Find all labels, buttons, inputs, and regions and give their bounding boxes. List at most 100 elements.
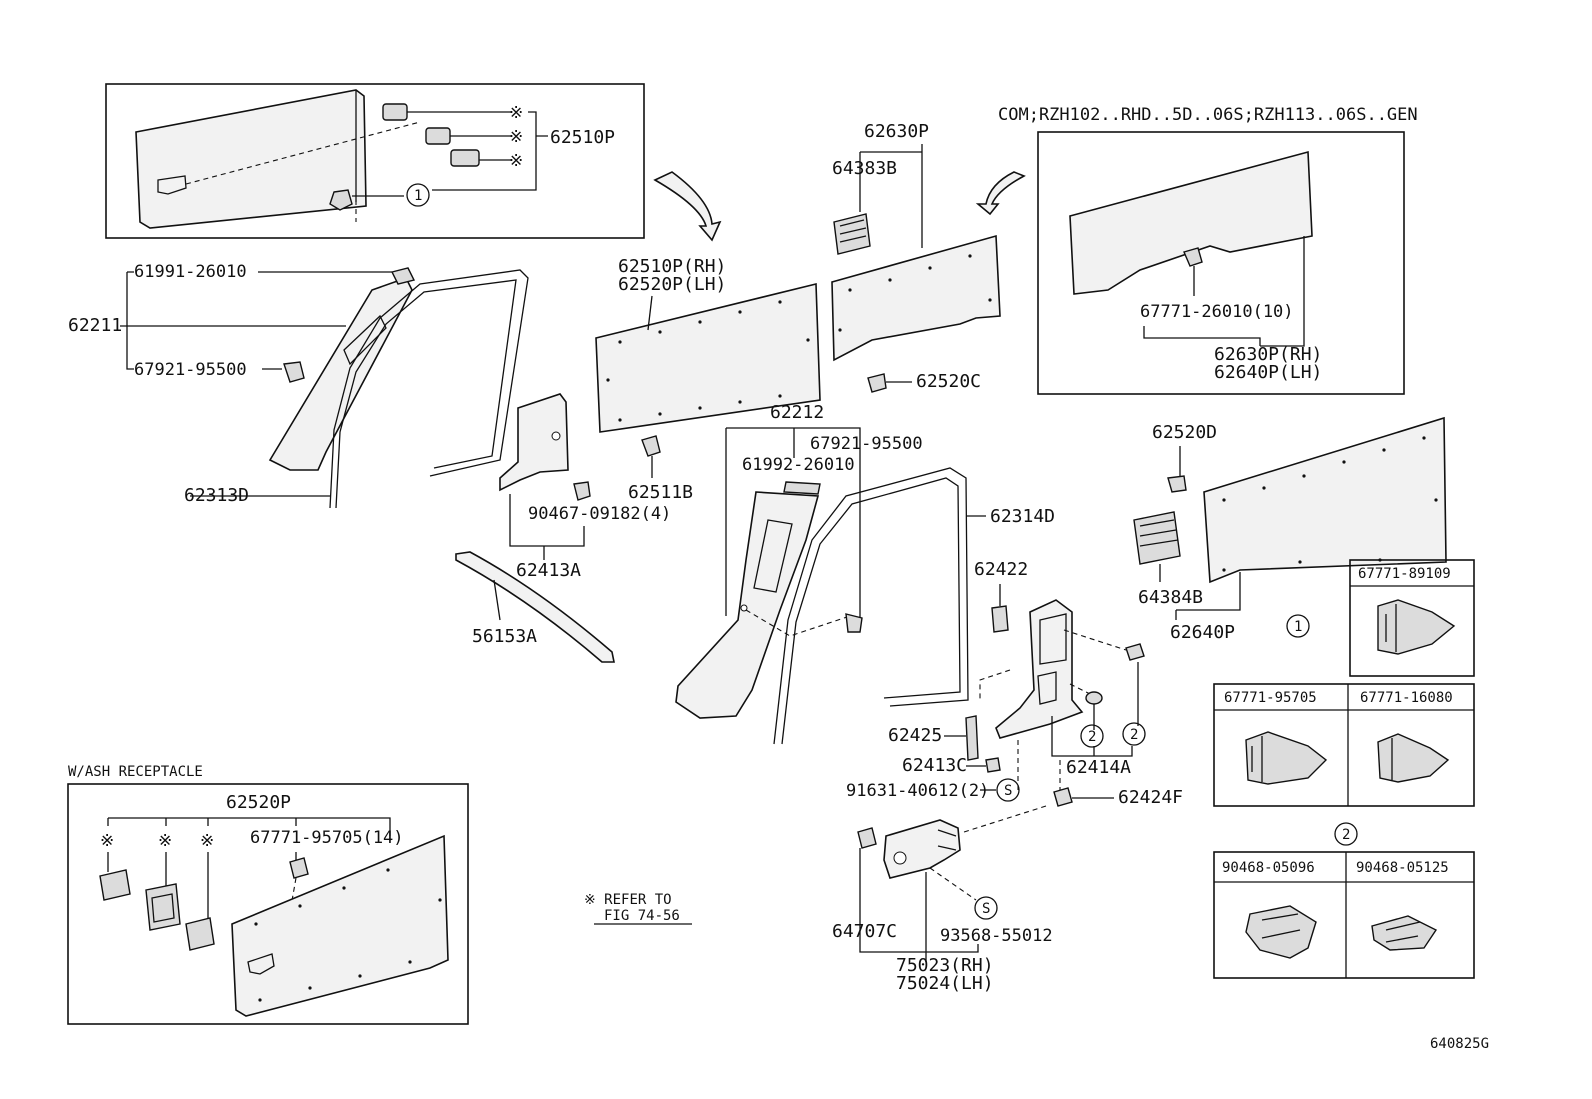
part-label-62422: 62422 (974, 559, 1028, 580)
clip-fastener (329, 189, 353, 211)
part-label-75023-RH: 75023(RH) (896, 955, 994, 976)
asterisk-mark-6: ※ (200, 831, 214, 851)
direction-arrow-left (653, 171, 722, 242)
clip-67771 (1183, 247, 1203, 267)
callout-number-2b: 2 (1130, 727, 1138, 743)
part-label-62413A: 62413A (516, 560, 581, 581)
quarter-trim-panel-62630P (831, 234, 1001, 362)
part-label-75024-LH: 75024(LH) (896, 973, 994, 994)
a-pillar-group: 61991-26010 62211 67921-95500 62313D (68, 262, 529, 509)
callout-number-1-table: 1 (1294, 619, 1302, 635)
part-label-62640P: 62640P (1170, 622, 1235, 643)
part-label-62520P-LH: 62520P(LH) (618, 274, 726, 295)
figure-code: 640825G (1430, 1036, 1489, 1052)
part-label-62630P: 62630P (864, 121, 929, 142)
clip-67771-95705-table (1245, 731, 1328, 785)
clip-67771-16080 (1377, 733, 1450, 783)
part-label-62640P-LH: 62640P(LH) (1214, 362, 1322, 383)
refer-note-line1: ※ REFER TO (584, 892, 672, 908)
clip-90468-b (1085, 691, 1103, 705)
part-label-67921-95500-b: 67921-95500 (810, 434, 923, 454)
part-label-62211: 62211 (68, 315, 122, 336)
callout-letter-s2: S (982, 901, 990, 917)
part-label-62425: 62425 (888, 725, 942, 746)
inset-frame-right (1037, 131, 1405, 395)
callout-circle-1 (406, 183, 430, 207)
clip-67771-95705 (289, 857, 309, 879)
screw-62413C (985, 757, 1001, 773)
garnish-clip (390, 267, 416, 285)
center-pillar-garnish (675, 491, 820, 719)
callout-circle-s2 (974, 896, 998, 920)
part-label-61991-26010: 61991-26010 (134, 262, 247, 282)
part-label-62511B: 62511B (628, 482, 693, 503)
door-weatherstrip-front (329, 269, 529, 509)
part-label-64707C: 64707C (832, 921, 897, 942)
inset-frame (105, 83, 645, 239)
clip-67771-89109 (1377, 599, 1456, 655)
table-label-90468-05096: 90468-05096 (1222, 860, 1315, 876)
fastener-62520C (867, 373, 887, 393)
a-pillar-garnish (268, 277, 413, 471)
inset-title-ash-receptacle: W/ASH RECEPTACLE (68, 764, 203, 780)
applicability-note: COM;RZH102..RHD..5D..06S;RZH113..06S..GE… (998, 105, 1418, 125)
table-label-67771-16080: 67771-16080 (1360, 690, 1453, 706)
asterisk-mark-2: ※ (509, 127, 523, 147)
ash-bezel-c (185, 917, 215, 951)
clip-part-b (425, 127, 451, 145)
callout-number-2a: 2 (1088, 729, 1096, 745)
part-label-62314D: 62314D (990, 506, 1055, 527)
clip-90468-05096 (1245, 905, 1317, 959)
part-label-67771-26010: 67771-26010(10) (1140, 302, 1294, 322)
vent-grille-64383B (833, 213, 871, 255)
ash-bezel-b (145, 883, 181, 931)
part-label-61992-26010: 61992-26010 (742, 455, 855, 475)
clip-table-2: 2 90468-05096 90468-05125 (1213, 822, 1475, 979)
clip-90468-a (1125, 643, 1145, 661)
part-label-93568-55012: 93568-55012 (940, 926, 1053, 946)
part-label-62510P: 62510P (550, 127, 615, 148)
b-pillar-group: 62212 67921-95500 61992-26010 62314D (675, 402, 1055, 745)
ash-bezel-a (99, 869, 131, 901)
fastener-62520D (1167, 475, 1187, 493)
table-label-67771-95705: 67771-95705 (1224, 690, 1317, 706)
part-label-62424F: 62424F (1118, 787, 1183, 808)
part-label-67771-95705: 67771-95705(14) (250, 828, 404, 848)
direction-arrow-right (975, 171, 1026, 216)
part-label-62510P-RH: 62510P(RH) (618, 256, 726, 277)
callout-number-2-table: 2 (1342, 827, 1350, 843)
part-label-62520D: 62520D (1152, 422, 1217, 443)
callout-circle-1-table (1286, 614, 1310, 638)
part-label-67921-95500-a: 67921-95500 (134, 360, 247, 380)
screw-67921-b (845, 613, 863, 633)
table-label-67771-89109: 67771-89109 (1358, 566, 1451, 582)
garnish-cap-61992 (783, 481, 821, 495)
part-label-64384B: 64384B (1138, 587, 1203, 608)
callout-circle-s1 (996, 778, 1020, 802)
fastener-62511B (641, 435, 661, 457)
clip-part-a (382, 103, 408, 121)
part-label-90467-09182: 90467-09182(4) (528, 504, 671, 524)
callout-circle-2b (1122, 722, 1146, 746)
part-label-62313D: 62313D (184, 485, 249, 506)
asterisk-mark-4: ※ (100, 831, 114, 851)
callout-number-1: 1 (414, 188, 422, 204)
table-label-90468-05125: 90468-05125 (1356, 860, 1449, 876)
center-top-group: 62630P 64383B 62520C (831, 121, 1001, 393)
quarter-trim-panel-inset (1069, 150, 1313, 295)
callout-letter-s1: S (1004, 783, 1012, 799)
door-weatherstrip-center (773, 467, 969, 745)
cover-62422 (991, 605, 1009, 633)
quarter-trim-lower (995, 599, 1084, 739)
part-label-62414A: 62414A (1066, 757, 1131, 778)
part-label-62630P-RH: 62630P(RH) (1214, 344, 1322, 365)
center-left-group: 62510P(RH) 62520P(LH) 62511B 90467-09182… (455, 171, 1026, 663)
callout-circle-2-table (1334, 822, 1358, 846)
screw-90467 (573, 481, 591, 501)
inset-frame-ash (67, 783, 469, 1025)
part-label-62212: 62212 (770, 402, 824, 423)
part-label-64383B: 64383B (832, 158, 897, 179)
right-panel-group: 62520D 64384B 62640P (1133, 416, 1447, 643)
inset-62510P: ※ ※ ※ 1 62510P (105, 83, 645, 239)
